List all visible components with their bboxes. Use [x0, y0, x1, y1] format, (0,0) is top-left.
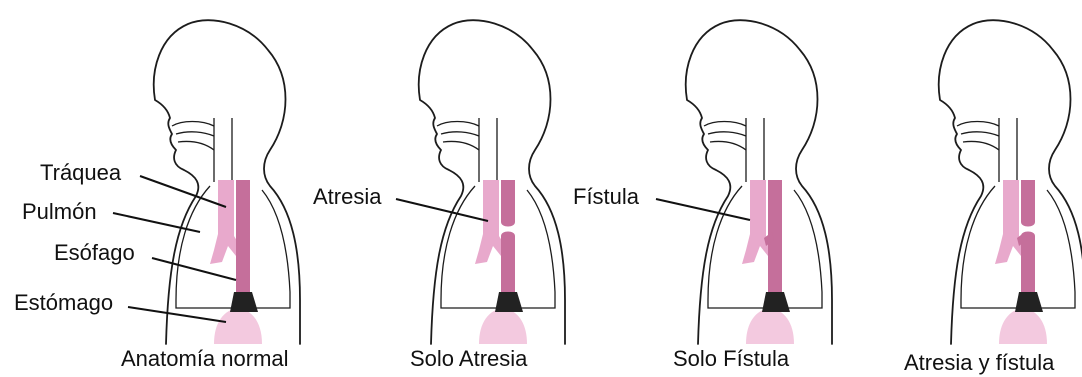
label-esophagus: Esófago [54, 240, 135, 265]
esophagus-upper-pouch [501, 180, 515, 227]
lower-sphincter [1015, 292, 1043, 312]
panel-atresia-and-fistula [939, 20, 1082, 344]
palate-line [172, 122, 214, 127]
panel-normal-anatomy [154, 20, 300, 344]
caption-fistula-only: Solo Fístula [673, 346, 790, 371]
esophagus-shape [236, 180, 250, 292]
tongue-line [176, 132, 214, 136]
lower-sphincter [230, 292, 258, 312]
pharynx-walls [746, 118, 764, 182]
leader-fistula [656, 199, 750, 220]
leader-atresia [396, 199, 488, 221]
tongue-line [441, 132, 479, 136]
pharynx-walls [479, 118, 497, 182]
mouth-line [963, 141, 999, 150]
label-atresia: Atresia [313, 184, 382, 209]
pharynx-walls [999, 118, 1017, 182]
mouth-line [443, 141, 479, 150]
tongue-line [708, 132, 746, 136]
mouth-line [710, 141, 746, 150]
pharynx-walls [214, 118, 232, 182]
palate-line [957, 122, 999, 127]
leader-lung [113, 213, 200, 232]
label-lung: Pulmón [22, 199, 97, 224]
palate-line [437, 122, 479, 127]
caption-atresia-only: Solo Atresia [410, 346, 528, 371]
leader-trachea [140, 176, 226, 207]
esophagus-upper-pouch [1021, 180, 1035, 227]
leader-esophagus [152, 258, 236, 280]
caption-atresia-and-fistula: Atresia y fístula [904, 350, 1055, 375]
stomach-shape [214, 308, 262, 344]
label-stomach: Estómago [14, 290, 113, 315]
esophagus-lower-segment [501, 232, 515, 293]
lower-sphincter [762, 292, 790, 312]
mouth-line [178, 141, 214, 150]
panel-fistula-only [686, 20, 832, 344]
lower-sphincter [495, 292, 523, 312]
label-fistula: Fístula [573, 184, 640, 209]
stomach-shape [479, 308, 527, 344]
label-trachea: Tráquea [40, 160, 122, 185]
leader-stomach [128, 307, 226, 322]
tongue-line [961, 132, 999, 136]
stomach-shape [999, 308, 1047, 344]
caption-normal-anatomy: Anatomía normal [121, 346, 289, 371]
stomach-shape [746, 308, 794, 344]
panel-atresia-only [419, 20, 565, 344]
palate-line [704, 122, 746, 127]
